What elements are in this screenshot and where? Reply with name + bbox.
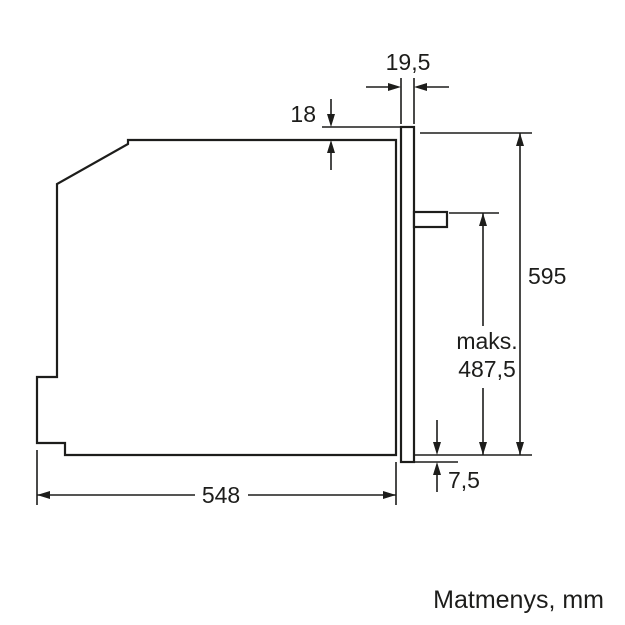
dim-label-max-prefix: maks.	[456, 328, 517, 354]
dim-top-offset: 18	[290, 99, 401, 170]
arrow-right-icon	[383, 491, 396, 499]
dim-label-top-offset: 18	[290, 101, 316, 127]
oven-body	[35, 125, 449, 464]
arrow-up-icon	[327, 140, 335, 153]
dim-label-max-value: 487,5	[458, 356, 516, 382]
dim-label-depth: 548	[202, 482, 240, 508]
oven-body-outline	[35, 138, 398, 457]
arrow-left-icon	[414, 83, 427, 91]
arrow-up-icon	[479, 213, 487, 226]
dim-bottom-overhang: 7,5	[414, 420, 480, 493]
dim-label-bottom-overhang: 7,5	[448, 467, 480, 493]
arrow-up-icon	[516, 133, 524, 146]
arrow-down-icon	[479, 442, 487, 455]
arrow-down-icon	[327, 114, 335, 127]
dim-total-height: 595	[414, 132, 566, 456]
arrow-down-icon	[516, 442, 524, 455]
arrow-left-icon	[37, 491, 50, 499]
unit-note-label: Matmenys, mm	[433, 586, 604, 614]
arrow-up-icon	[433, 462, 441, 475]
arrow-right-icon	[388, 83, 401, 91]
dim-label-total-height: 595	[528, 263, 566, 289]
oven-door-handle	[412, 210, 449, 229]
oven-door-panel	[399, 125, 416, 464]
dim-max-height: maks. 487,5	[449, 212, 518, 455]
dim-depth: 548	[36, 450, 397, 508]
dim-door-thickness: 19,5	[366, 49, 449, 124]
arrow-down-icon	[433, 442, 441, 455]
dim-label-door-thickness: 19,5	[386, 49, 431, 75]
